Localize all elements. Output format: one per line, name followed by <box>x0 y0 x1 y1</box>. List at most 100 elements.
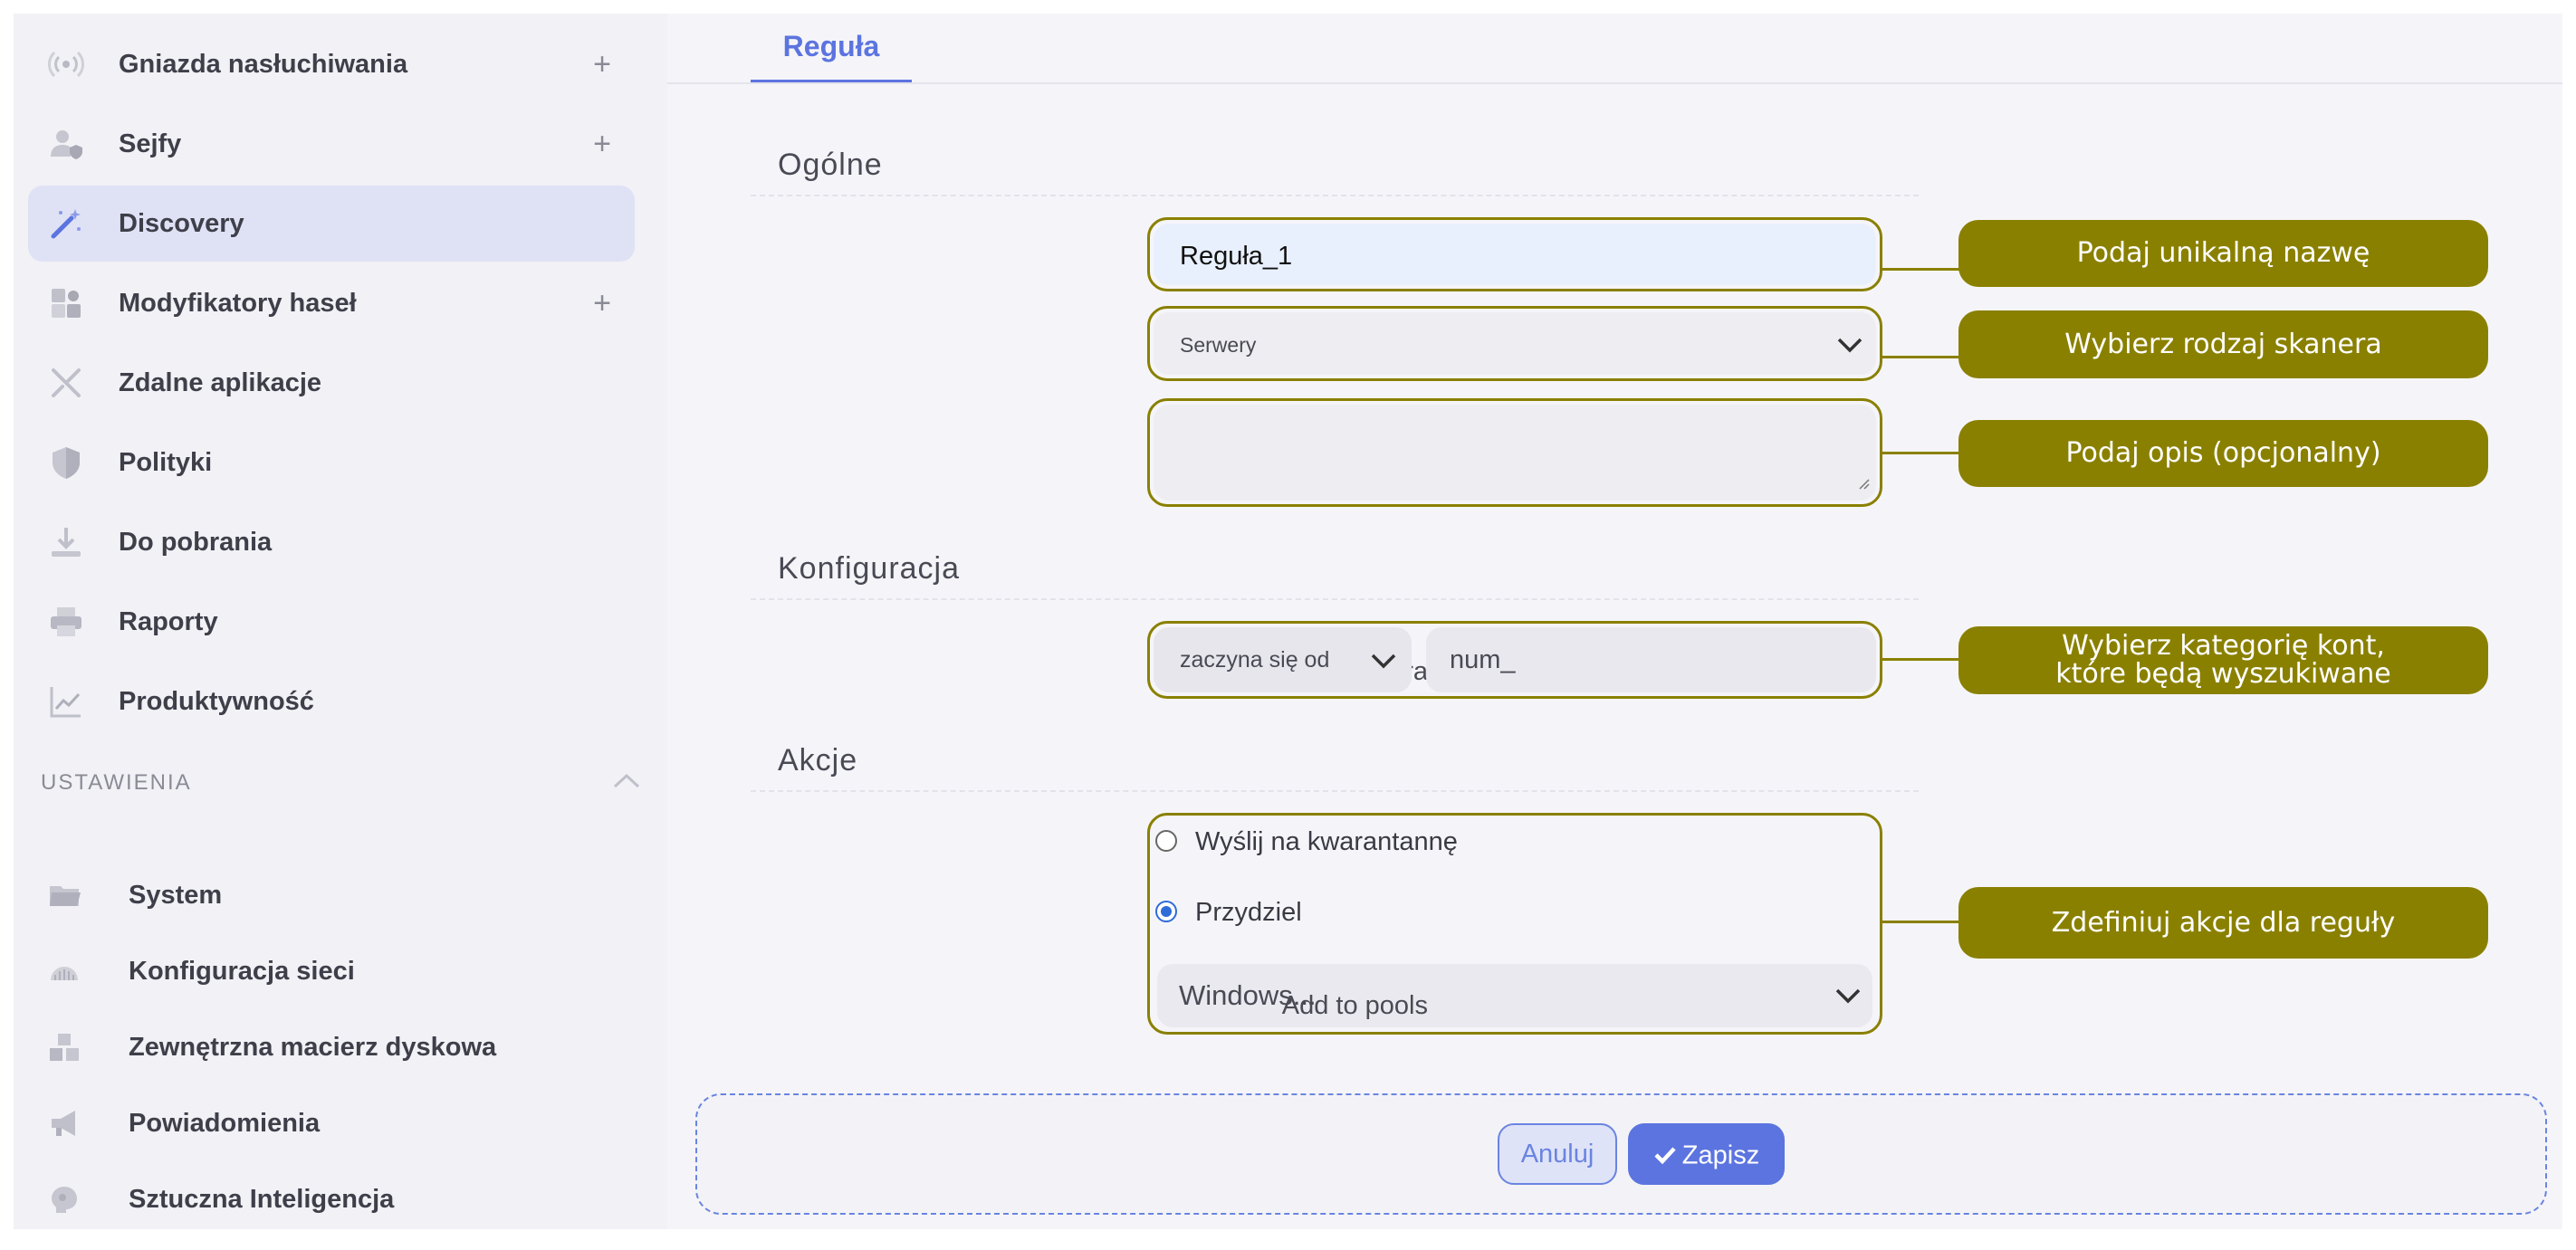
actions-highlight: Wyślij na kwarantannę Przydziel Windows.… <box>1147 813 1882 1035</box>
rule-name-input[interactable]: Reguła_1 <box>1154 224 1876 285</box>
callout-server-line-2: które będą wyszukiwane <box>2055 658 2391 690</box>
boxes-icon <box>48 1031 81 1064</box>
description-highlight <box>1147 398 1882 507</box>
callout-actions: Zdefiniuj akcje dla reguły <box>1958 887 2488 959</box>
callout-connector <box>1882 921 1959 923</box>
callout-connector <box>1882 268 1959 271</box>
settings-item-ai[interactable]: Sztuczna Inteligencja <box>28 1161 635 1237</box>
description-textarea[interactable] <box>1154 405 1876 501</box>
server-address-highlight: zaczyna się od num_ <box>1147 621 1882 699</box>
puzzle-icon <box>48 285 84 321</box>
settings-item-notifications[interactable]: Powiadomienia <box>28 1085 635 1161</box>
callout-connector <box>1882 658 1959 661</box>
cancel-button[interactable]: Anuluj <box>1498 1123 1617 1185</box>
section-title-actions: Akcje <box>778 743 858 778</box>
sidebar-item-label: Polityki <box>119 448 213 477</box>
settings-item-system[interactable]: System <box>28 857 635 933</box>
save-button[interactable]: Zapisz <box>1628 1123 1785 1185</box>
app-window: Gniazda nasłuchiwania + Sejfy + Discover… <box>14 14 2562 1229</box>
rule-name-value: Reguła_1 <box>1180 242 1293 271</box>
add-listener-button[interactable]: + <box>593 47 611 81</box>
section-divider <box>751 598 1919 600</box>
add-vault-button[interactable]: + <box>593 127 611 161</box>
settings-item-label: System <box>129 881 223 910</box>
folder-icon <box>48 879 81 911</box>
settings-item-label: Konfiguracja sieci <box>129 957 355 986</box>
scanner-type-value: Serwery <box>1180 333 1257 357</box>
sidebar-item-password-modifiers[interactable]: Modyfikatory haseł + <box>28 265 635 341</box>
form-actions-bar <box>695 1093 2547 1215</box>
chevron-down-icon <box>1834 987 1862 1005</box>
settings-item-external-storage[interactable]: Zewnętrzna macierz dyskowa <box>28 1009 635 1085</box>
tab-divider <box>667 82 2562 84</box>
tab-rule[interactable]: Reguła <box>751 14 912 82</box>
tools-icon <box>48 365 84 401</box>
server-match-value: zaczyna się od <box>1180 647 1330 673</box>
server-match-select[interactable]: zaczyna się od <box>1154 627 1412 692</box>
sidebar-item-label: Discovery <box>119 209 244 238</box>
chevron-down-icon <box>1836 336 1863 354</box>
tab-rule-label: Reguła <box>782 30 880 62</box>
settings-header: USTAWIENIA <box>41 770 192 795</box>
pools-value: Windows... <box>1179 979 1317 1011</box>
download-icon <box>48 524 84 560</box>
sidebar-item-label: Sejfy <box>119 129 182 158</box>
sidebar-item-discovery[interactable]: Discovery <box>28 186 635 262</box>
sidebar-item-remote-apps[interactable]: Zdalne aplikacje <box>28 345 635 421</box>
sidebar-item-vaults[interactable]: Sejfy + <box>28 106 635 182</box>
callout-server-address: Wybierz kategorię kont, które będą wyszu… <box>1958 626 2488 694</box>
sidebar-item-label: Zdalne aplikacje <box>119 368 322 397</box>
pools-select[interactable]: Windows... <box>1157 964 1872 1027</box>
scanner-type-select[interactable]: Serwery <box>1154 312 1876 375</box>
printer-icon <box>48 604 84 640</box>
sidebar-item-listeners[interactable]: Gniazda nasłuchiwania + <box>28 26 635 102</box>
tab-active-indicator <box>751 80 912 83</box>
chart-line-icon <box>48 683 84 720</box>
cancel-button-label: Anuluj <box>1520 1140 1594 1169</box>
callout-rule-name: Podaj unikalną nazwę <box>1958 220 2488 287</box>
sidebar-item-reports[interactable]: Raporty <box>28 584 635 660</box>
sidebar-item-label: Gniazda nasłuchiwania <box>119 50 408 79</box>
chevron-up-icon[interactable] <box>611 770 642 792</box>
quarantine-option[interactable]: Wyślij na kwarantannę <box>1150 816 1512 870</box>
megaphone-icon <box>48 1107 81 1140</box>
checkmark-icon <box>1653 1145 1677 1165</box>
settings-item-label: Powiadomienia <box>129 1109 321 1138</box>
main-panel: Reguła Ogólne Nazwa reguły Reguła_1 Poda… <box>667 14 2562 1229</box>
callout-server-line-1: Wybierz kategorię kont, <box>2062 630 2385 662</box>
settings-item-label: Zewnętrzna macierz dyskowa <box>129 1033 497 1062</box>
quarantine-radio[interactable] <box>1155 830 1177 852</box>
save-button-label: Zapisz <box>1681 1140 1760 1170</box>
shield-icon <box>48 444 84 481</box>
callout-scanner-type: Wybierz rodzaj skanera <box>1958 310 2488 378</box>
user-shield-icon <box>48 126 84 162</box>
section-title-general: Ogólne <box>778 148 883 182</box>
quarantine-label: Wyślij na kwarantannę <box>1195 827 1458 856</box>
sidebar-item-productivity[interactable]: Produktywność <box>28 663 635 740</box>
callout-connector <box>1882 452 1959 454</box>
broadcast-icon <box>48 46 84 82</box>
settings-item-network[interactable]: Konfiguracja sieci <box>28 933 635 1009</box>
sidebar-item-label: Raporty <box>119 607 218 636</box>
server-address-value: num_ <box>1450 645 1516 674</box>
section-divider <box>751 195 1919 196</box>
assign-label: Przydziel <box>1195 898 1302 927</box>
callout-connector <box>1882 356 1959 358</box>
brain-icon <box>48 1183 81 1216</box>
sidebar-item-label: Do pobrania <box>119 528 273 557</box>
sidebar-item-label: Modyfikatory haseł <box>119 289 357 318</box>
sidebar-item-policies[interactable]: Polityki <box>28 425 635 501</box>
add-modifier-button[interactable]: + <box>593 286 611 320</box>
scanner-type-highlight: Serwery <box>1147 306 1882 381</box>
sidebar-item-downloads[interactable]: Do pobrania <box>28 504 635 580</box>
server-address-input[interactable]: num_ <box>1426 627 1876 692</box>
network-icon <box>48 955 81 988</box>
assign-option[interactable]: Przydziel <box>1150 886 1512 940</box>
assign-radio[interactable] <box>1155 901 1177 922</box>
rule-name-highlight: Reguła_1 <box>1147 217 1882 291</box>
section-divider <box>751 790 1919 792</box>
pools-label: Add to pools <box>1281 991 1428 1020</box>
resize-handle-icon[interactable] <box>1858 478 1871 495</box>
section-title-config: Konfiguracja <box>778 551 961 586</box>
chevron-down-icon <box>1370 652 1397 670</box>
